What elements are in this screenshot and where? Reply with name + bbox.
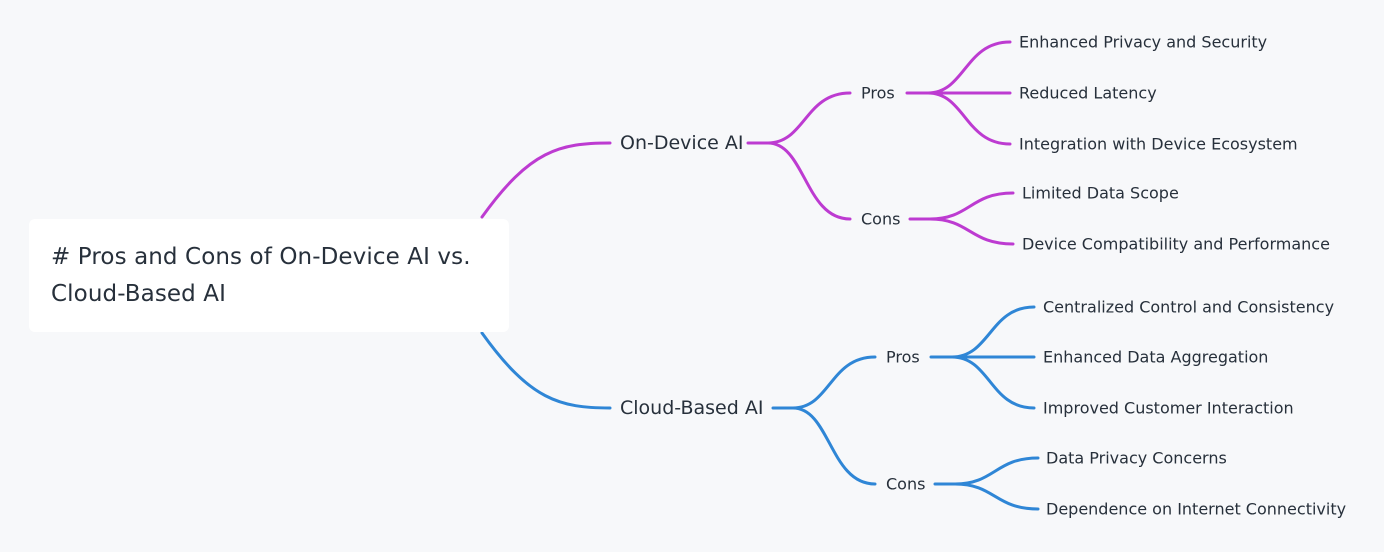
node-on-device-pros[interactable]: Pros [861, 83, 895, 103]
connector-cloud-pros [791, 355, 877, 410]
node-cloud-pros-item[interactable]: Centralized Control and Consistency [1043, 297, 1335, 317]
connector-root-on-device [480, 141, 612, 219]
connector-cloud-cons-1 [953, 456, 1040, 486]
node-on-device-cons-item[interactable]: Device Compatibility and Performance [1022, 234, 1330, 254]
node-cloud-pros-item[interactable]: Enhanced Data Aggregation [1043, 347, 1269, 367]
node-on-device-pros-item[interactable]: Reduced Latency [1019, 83, 1157, 103]
connector-on-device-pros-1 [926, 40, 1012, 95]
connector-cloud-cons-2 [953, 482, 1040, 511]
connector-cloud-pros-3 [950, 355, 1036, 410]
root-node[interactable]: # Pros and Cons of On-Device AI vs. Clou… [29, 219, 509, 332]
node-on-device-cons[interactable]: Cons [861, 209, 901, 229]
node-cloud-pros-item[interactable]: Improved Customer Interaction [1043, 398, 1294, 418]
node-cloud-pros[interactable]: Pros [886, 347, 920, 367]
connector-cloud-cons [791, 406, 877, 486]
node-cloud-cons-item[interactable]: Data Privacy Concerns [1046, 448, 1227, 468]
node-on-device-cons-item[interactable]: Limited Data Scope [1022, 183, 1179, 203]
node-on-device-pros-item[interactable]: Integration with Device Ecosystem [1019, 134, 1298, 154]
node-on-device-pros-item[interactable]: Enhanced Privacy and Security [1019, 32, 1268, 52]
node-cloud-based-ai[interactable]: Cloud-Based AI [620, 397, 764, 419]
root-title: # Pros and Cons of On-Device AI vs. Clou… [51, 244, 471, 307]
connector-on-device-cons [766, 141, 852, 221]
connector-on-device-pros [766, 91, 852, 145]
connector-root-cloud [480, 331, 612, 410]
connector-on-device-pros-3 [926, 91, 1012, 146]
node-on-device-ai[interactable]: On-Device AI [620, 132, 744, 154]
connector-on-device-cons-2 [928, 217, 1015, 246]
connector-on-device-cons-1 [928, 191, 1015, 221]
node-cloud-cons[interactable]: Cons [886, 474, 926, 494]
node-cloud-cons-item[interactable]: Dependence on Internet Connectivity [1046, 499, 1347, 519]
connector-cloud-pros-1 [950, 305, 1036, 359]
